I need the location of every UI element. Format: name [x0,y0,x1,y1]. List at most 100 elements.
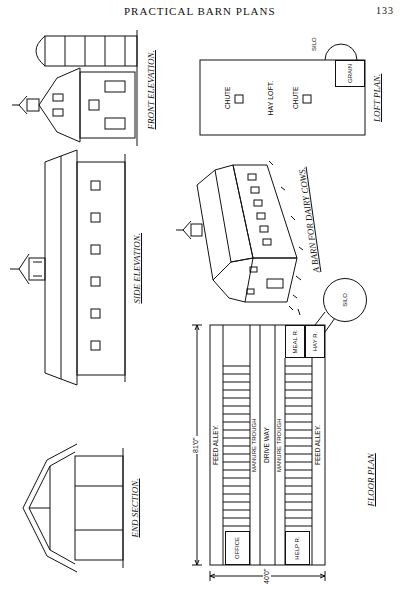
side-elevation-drawing [125,154,126,382]
stall-dividers [285,430,312,431]
stall-dividers [223,478,250,479]
plan-label: CHUTE [292,86,299,110]
stall-dividers [223,382,250,383]
plan-label: SILO [311,36,318,52]
stall-dividers [285,454,312,455]
plate-title: A BARN FOR DAIRY COWS. [298,165,323,274]
side-elevation-drawing [10,269,19,270]
stall-dividers [285,398,312,399]
plan-label: CHUTE [224,86,231,110]
front-elevation-drawing [27,99,39,111]
plan-label: FEED ALLEY. [314,424,321,466]
side-elevation-drawing [91,245,100,254]
front-elevation-drawing [89,100,99,110]
side-elevation-drawing [33,262,42,263]
side-elevation-drawing [45,150,77,385]
room-box: HELP R. [285,531,310,565]
stall-dividers [223,406,250,407]
front-elevation-drawing [80,72,135,138]
end-section-drawing [23,444,123,572]
side-elevation-drawing [77,162,125,375]
room-label: GRAIN [347,64,354,83]
front-elevation-drawing [85,36,86,66]
stall-dividers [285,502,312,503]
running-header: 133 [375,5,395,16]
perspective-drawing [251,187,259,193]
end-section-drawing [75,486,123,487]
stall-dividers [223,446,250,447]
perspective-drawing [191,224,202,236]
end-section-drawing [123,448,124,568]
side-elevation-drawing [33,276,42,277]
floor-plan-drawing [210,325,325,565]
perspective-drawing [257,213,265,219]
stall-dividers [223,486,250,487]
stall-dividers [285,446,312,447]
stall-dividers [223,414,250,415]
perspective-drawing [197,165,253,280]
stall-dividers [223,454,250,455]
stall-dividers [223,462,250,463]
stall-dividers [285,494,312,495]
stall-dividers [223,526,250,527]
view-caption: END SECTION. [131,477,141,538]
perspective-drawing [213,258,253,302]
side-elevation-drawing [19,254,29,284]
perspective-drawing [183,221,191,239]
stall-dividers [223,518,250,519]
room-box: MEAL R. [285,325,305,358]
stall-dividers [223,398,250,399]
perspective-drawing [254,200,262,206]
perspective-drawing [247,289,254,294]
front-elevation-drawing [45,36,137,66]
plan-label: 81'0" [192,436,200,454]
perspective-drawing [176,230,183,231]
silo-circle: SILO [323,278,367,322]
stall-dividers [223,366,312,526]
stall-dividers [285,486,312,487]
stall-dividers [285,422,312,423]
room-box: OFFICE [225,531,250,565]
side-elevation-drawing [91,277,100,286]
room-label: SILO [342,293,349,307]
view-caption: FRONT ELEVATION. [147,49,157,130]
running-header: PRACTICAL BARN PLANS [123,5,277,17]
room-label: HAY R. [312,332,319,351]
loft-plan-drawing [200,44,365,135]
end-section-drawing [23,444,77,572]
stall-dividers [285,382,312,383]
view-caption: LOFT PLAN. [373,73,383,123]
loft-plan-drawing [200,60,365,135]
room-box: HAY R. [305,325,325,358]
perspective-drawing [250,267,257,272]
side-elevation-drawing [10,150,125,385]
room-label: MEAL R. [292,330,299,354]
stall-dividers [285,390,312,391]
stall-dividers [285,438,312,439]
side-elevation-drawing [91,213,100,222]
floor-plan-drawing [192,325,202,565]
front-elevation-drawing [53,109,63,116]
stall-dividers [285,470,312,471]
stall-dividers [285,510,312,511]
plan-label: MANURE TROUGH [276,417,283,473]
view-caption: SIDE ELEVATION. [133,232,143,305]
perspective-drawing [267,279,283,288]
view-caption: FLOOR PLAN [367,452,377,507]
front-elevation-drawing [53,94,63,101]
rotated-plate: END SECTION. SIDE ELEVATION. FRONT ELEVATI… [5,25,400,590]
floor-plan-drawing [260,325,261,565]
stall-dividers [223,510,250,511]
stall-dividers [223,374,250,375]
front-elevation-drawing [12,30,137,146]
loft-plan-drawing [235,95,243,103]
loft-plan-drawing [303,95,311,103]
plan-label: 40'0" [263,567,271,585]
perspective-drawing [215,170,231,262]
plan-label: MANURE TROUGH [251,417,258,473]
end-section-drawing [29,508,50,509]
plan-label: DRIVE WAY [263,426,270,464]
side-elevation-drawing [91,341,100,350]
stall-dividers [285,518,312,519]
